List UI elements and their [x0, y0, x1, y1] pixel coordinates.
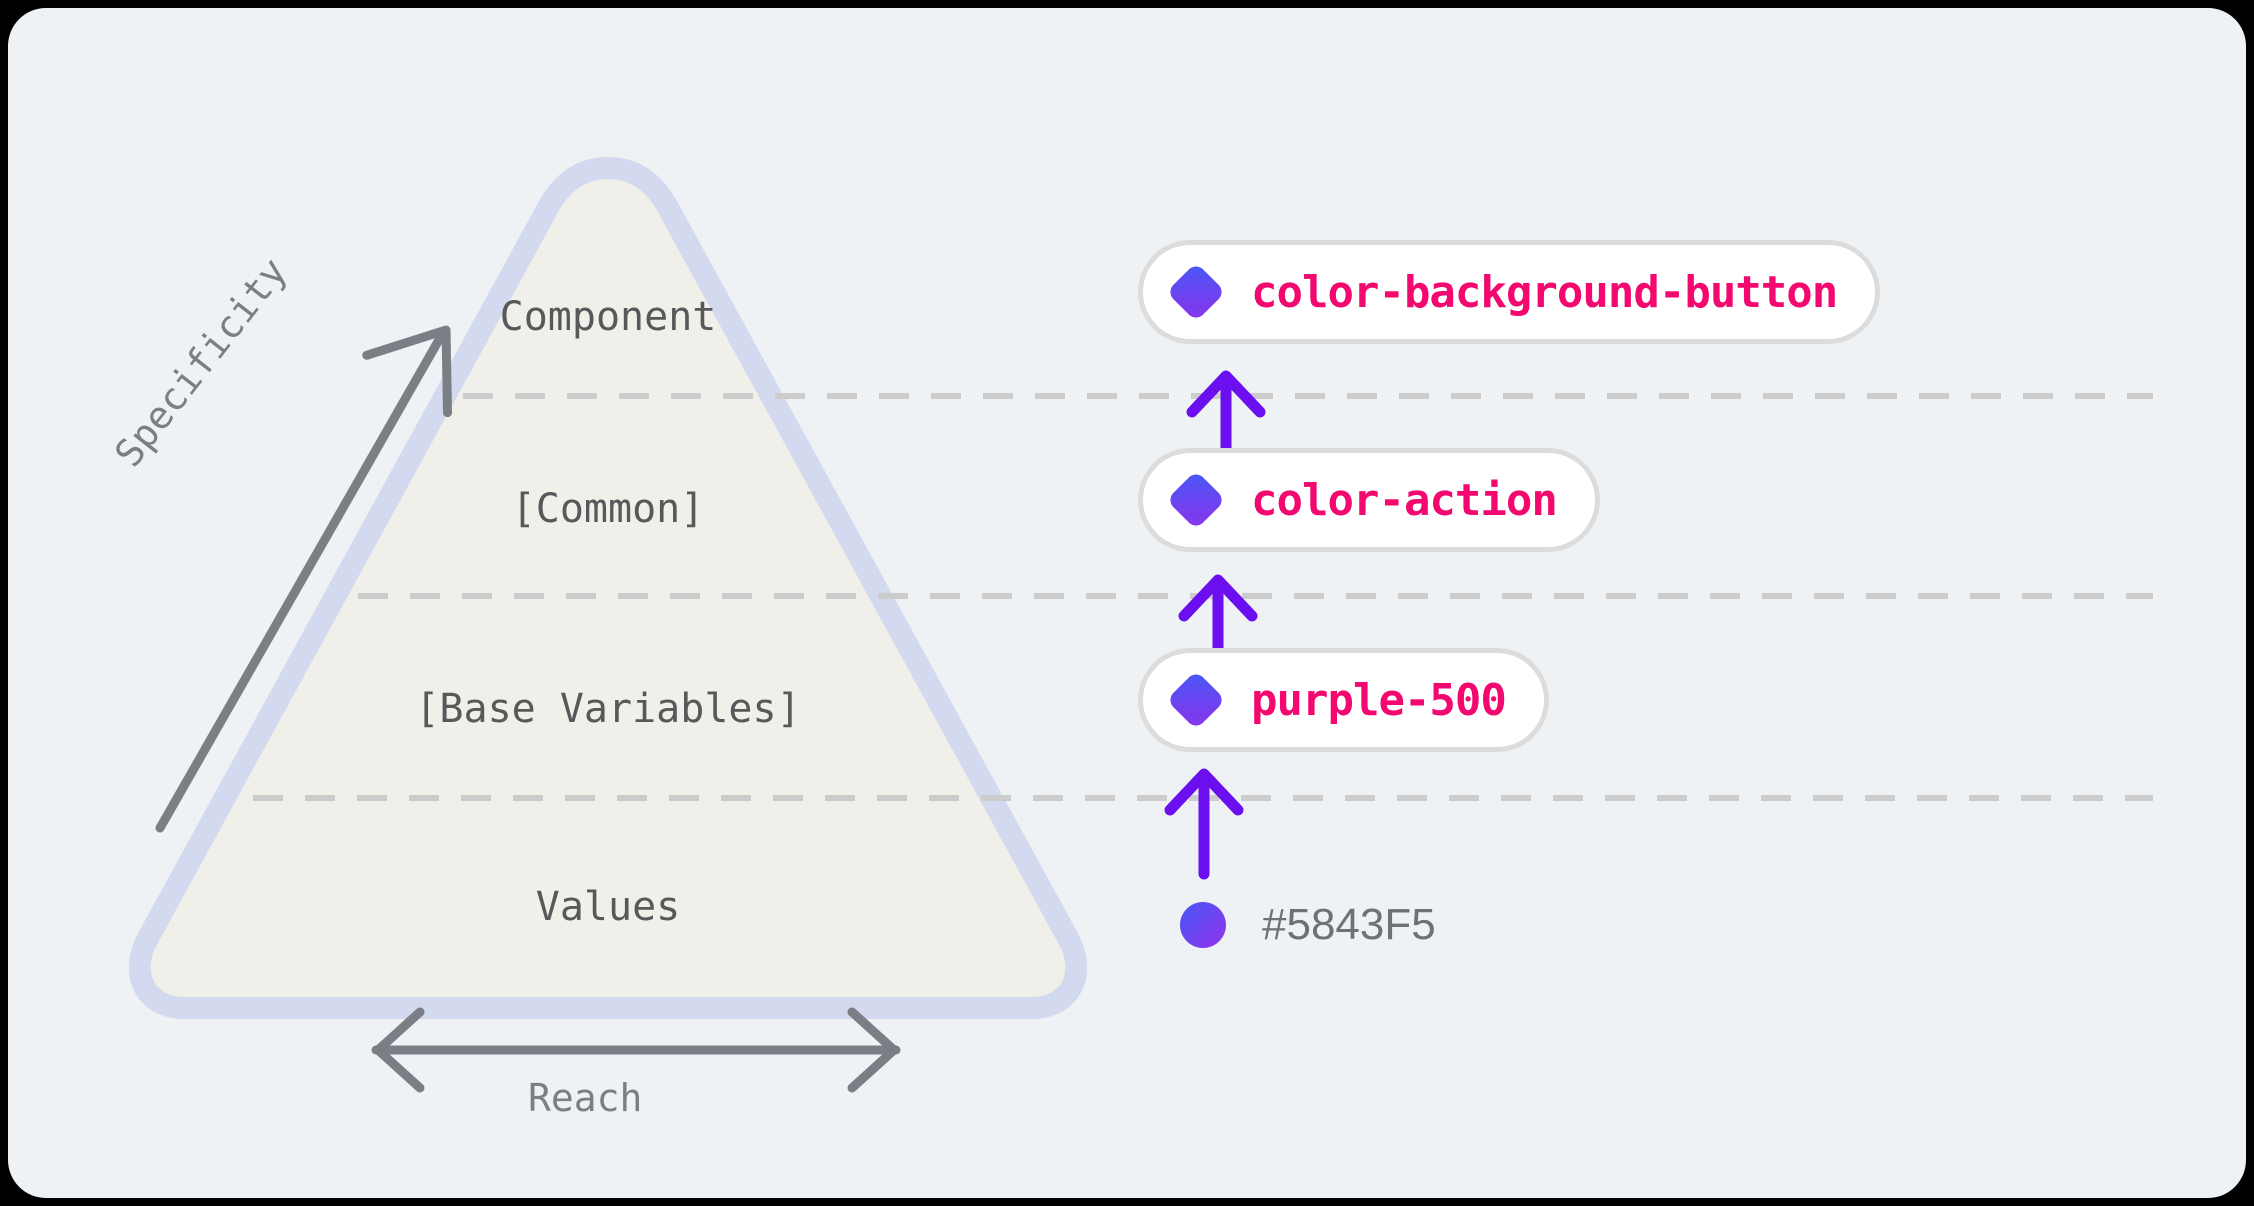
token-pill-purple-500[interactable]: purple-500 — [1138, 648, 1549, 752]
token-reference-arrow-value-to-base — [1164, 768, 1244, 880]
token-pill-color-background-button[interactable]: color-background-button — [1138, 240, 1881, 344]
token-pill-color-action[interactable]: color-action — [1138, 448, 1600, 552]
token-label: purple-500 — [1251, 674, 1507, 726]
diamond-token-icon — [1166, 670, 1226, 730]
reach-arrow — [371, 1007, 901, 1093]
diamond-token-icon — [1166, 470, 1226, 530]
tier-label-common: [Common] — [511, 486, 705, 532]
tier-label-values: Values — [535, 884, 681, 930]
tier-label-base-variables: [Base Variables] — [415, 686, 801, 732]
axis-label-reach: Reach — [528, 1076, 643, 1120]
color-swatch-dot-icon — [1180, 902, 1226, 948]
token-label: color-action — [1251, 474, 1558, 526]
diagram-card: Component [Common] [Base Variables] Valu… — [8, 8, 2246, 1198]
diagram-canvas — [128, 157, 2153, 1093]
tier-label-component: Component — [499, 294, 717, 340]
value-hex-label: #5843F5 — [1262, 900, 1436, 949]
specificity-arrow — [155, 325, 453, 833]
value-swatch-row[interactable]: #5843F5 — [1180, 900, 1436, 950]
token-label: color-background-button — [1251, 266, 1838, 318]
diamond-token-icon — [1166, 262, 1226, 322]
